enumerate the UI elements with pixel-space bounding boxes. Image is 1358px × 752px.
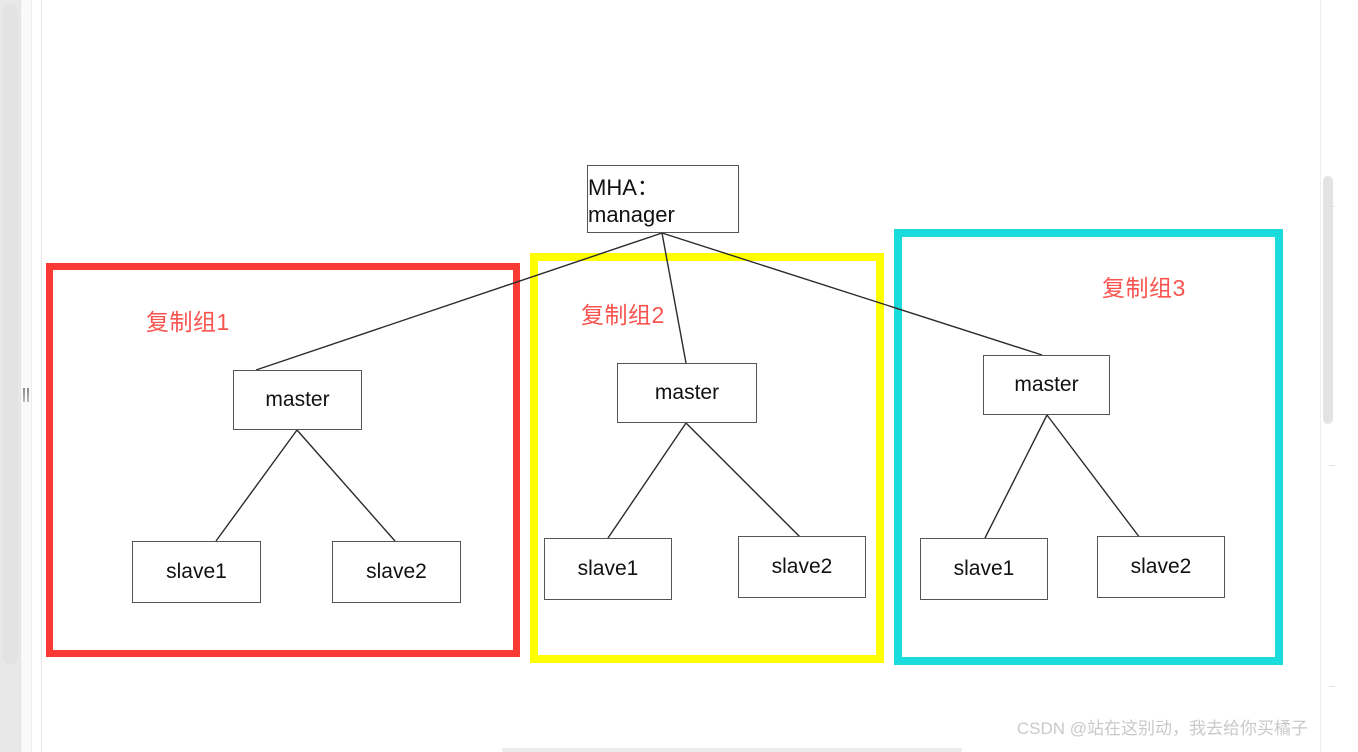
vertical-scrollbar[interactable] (1320, 0, 1336, 752)
diagram-canvas[interactable]: MHA： manager 复制组1 master slave1 slave2 复… (42, 0, 1336, 752)
left-rail (33, 0, 42, 752)
node-label: master (654, 381, 720, 404)
csdn-watermark: CSDN @站在这别动，我去给你买橘子 (1016, 719, 1308, 738)
node-mha-manager[interactable]: MHA： manager (587, 165, 739, 233)
group-3-rect[interactable] (894, 229, 1283, 665)
horizontal-scrollbar[interactable] (502, 748, 962, 752)
group-1-node-slave1[interactable]: slave1 (132, 541, 261, 603)
node-label: master (1014, 373, 1079, 396)
node-label: slave2 (366, 560, 427, 583)
scrollbar-marker (1329, 206, 1335, 207)
node-label: MHA： manager (588, 175, 675, 227)
group-2-node-master[interactable]: master (617, 363, 757, 423)
node-label: slave1 (166, 560, 227, 583)
node-label: slave2 (1130, 555, 1192, 578)
vertical-scrollbar-thumb[interactable] (1323, 176, 1333, 424)
node-label: slave1 (953, 557, 1015, 580)
node-label: master (265, 388, 330, 411)
left-gutter (0, 0, 20, 752)
group-3-node-slave1[interactable]: slave1 (920, 538, 1048, 600)
scrollbar-marker (1329, 465, 1335, 466)
node-label: slave2 (771, 555, 833, 578)
group-2-node-slave2[interactable]: slave2 (738, 536, 866, 598)
group-3-label: 复制组3 (1102, 275, 1186, 301)
group-3-node-master[interactable]: master (983, 355, 1110, 415)
group-3-node-slave2[interactable]: slave2 (1097, 536, 1225, 598)
left-gutter-thumb[interactable] (2, 4, 18, 664)
panel-splitter[interactable] (20, 0, 32, 752)
splitter-grip-icon[interactable] (23, 388, 30, 402)
scrollbar-marker (1329, 686, 1335, 687)
group-2-label: 复制组2 (581, 302, 665, 328)
group-1-node-slave2[interactable]: slave2 (332, 541, 461, 603)
node-label: slave1 (577, 557, 639, 580)
group-1-label: 复制组1 (146, 309, 230, 335)
group-2-node-slave1[interactable]: slave1 (544, 538, 672, 600)
group-1-node-master[interactable]: master (233, 370, 362, 430)
